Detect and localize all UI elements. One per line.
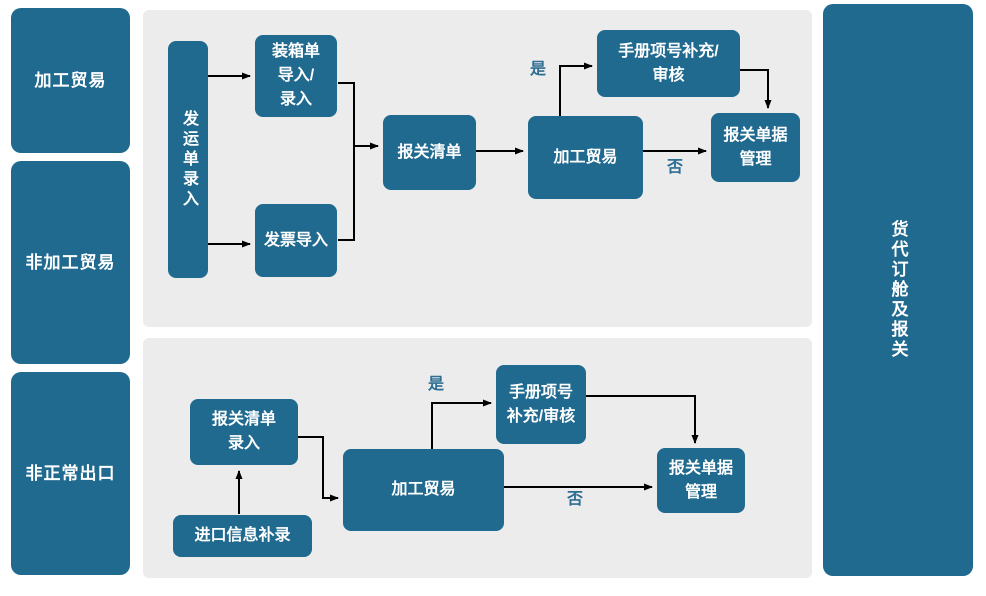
node-manual-item-supplement-bottom: 手册项号 补充/审核 — [496, 365, 586, 444]
sidebar-item-non-processing-trade: 非加工贸易 — [11, 161, 130, 364]
node-packing-list-import: 装箱单 导入/ 录入 — [255, 35, 337, 117]
node-declaration-list: 报关清单 — [383, 115, 476, 190]
decision-label-no-top: 否 — [667, 159, 684, 176]
node-invoice-import: 发票导入 — [255, 204, 337, 277]
node-shipping-order-entry: 发运单录入 — [168, 41, 208, 278]
node-processing-trade-decision-bottom: 加工贸易 — [343, 449, 504, 531]
decision-label-yes-bottom: 是 — [428, 376, 445, 393]
node-customs-docs-management-bottom: 报关单据 管理 — [657, 448, 745, 513]
node-processing-trade-decision-top: 加工贸易 — [528, 116, 643, 199]
sidebar-item-processing-trade: 加工贸易 — [11, 8, 130, 153]
sidebar-item-abnormal-export: 非正常出口 — [11, 372, 130, 575]
decision-label-no-bottom: 否 — [567, 491, 584, 508]
node-declaration-list-entry: 报关清单 录入 — [190, 399, 298, 465]
node-customs-docs-management-top: 报关单据 管理 — [711, 113, 800, 182]
node-manual-item-supplement-top: 手册项号补充/ 审核 — [597, 30, 740, 97]
sidebar-item-freight-booking-customs: 货代订舱及报关 — [823, 4, 973, 576]
decision-label-yes-top: 是 — [530, 61, 547, 78]
node-import-info-supplement: 进口信息补录 — [173, 515, 312, 557]
